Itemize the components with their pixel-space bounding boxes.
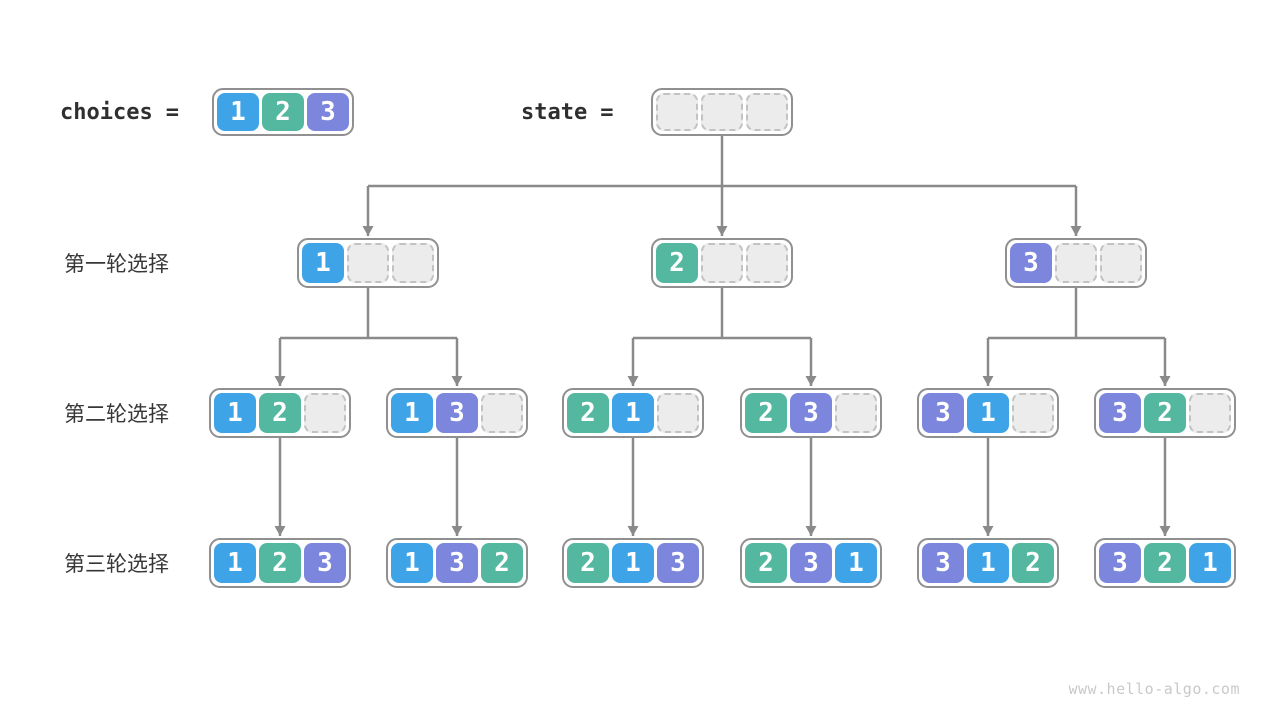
state-cell: 3 — [790, 393, 832, 433]
equals-sign: = — [600, 99, 614, 125]
round-2-label: 第二轮选择 — [64, 403, 169, 426]
state-box-r1-2: 2 — [651, 238, 793, 288]
state-cell: 2 — [259, 393, 301, 433]
state-cell: 2 — [259, 543, 301, 583]
state-cell: 2 — [1144, 543, 1186, 583]
state-cell: 1 — [835, 543, 877, 583]
state-cell — [347, 243, 389, 283]
state-cell — [746, 243, 788, 283]
state-cell: 1 — [967, 543, 1009, 583]
state-box-r2-4: 2 3 — [740, 388, 882, 438]
state-cell — [392, 243, 434, 283]
choices-keyword: choices — [60, 99, 153, 125]
state-box-r2-3: 2 1 — [562, 388, 704, 438]
state-cell: 1 — [1189, 543, 1231, 583]
state-cell — [656, 93, 698, 131]
state-box-r1-1: 1 — [297, 238, 439, 288]
state-cell: 2 — [567, 543, 609, 583]
state-cell — [1055, 243, 1097, 283]
state-cell: 2 — [745, 543, 787, 583]
choices-label: choices = — [60, 88, 179, 136]
state-cell: 1 — [214, 543, 256, 583]
state-cell — [1189, 393, 1231, 433]
state-cell: 1 — [612, 393, 654, 433]
state-box-r3-3: 2 1 3 — [562, 538, 704, 588]
state-cell — [701, 243, 743, 283]
state-cell: 1 — [612, 543, 654, 583]
state-cell: 2 — [1144, 393, 1186, 433]
level-3-connectors — [274, 438, 1171, 536]
level-1-connectors — [362, 136, 1082, 236]
state-cell: 2 — [567, 393, 609, 433]
state-cell: 2 — [481, 543, 523, 583]
state-keyword: state — [521, 99, 588, 125]
round-1-label: 第一轮选择 — [64, 253, 169, 276]
choices-cell: 3 — [307, 93, 349, 131]
state-cell: 3 — [436, 543, 478, 583]
state-cell — [481, 393, 523, 433]
state-cell — [835, 393, 877, 433]
state-cell — [304, 393, 346, 433]
state-cell: 2 — [656, 243, 698, 283]
state-cell: 1 — [214, 393, 256, 433]
level-2-connectors — [274, 288, 1171, 386]
state-box-r3-1: 1 2 3 — [209, 538, 351, 588]
watermark: www.hello-algo.com — [1068, 680, 1240, 698]
equals-sign: = — [165, 99, 179, 125]
state-cell: 3 — [922, 393, 964, 433]
state-box-r1-3: 3 — [1005, 238, 1147, 288]
state-cell: 3 — [304, 543, 346, 583]
choices-cell: 2 — [262, 93, 304, 131]
state-cell — [1012, 393, 1054, 433]
state-box-r3-4: 2 3 1 — [740, 538, 882, 588]
state-box-r2-6: 3 2 — [1094, 388, 1236, 438]
state-cell: 2 — [745, 393, 787, 433]
state-cell: 3 — [436, 393, 478, 433]
state-box-r3-5: 3 1 2 — [917, 538, 1059, 588]
state-cell: 3 — [1099, 393, 1141, 433]
choices-array: 1 2 3 — [212, 88, 354, 136]
state-cell — [701, 93, 743, 131]
state-cell — [746, 93, 788, 131]
state-box-r2-5: 3 1 — [917, 388, 1059, 438]
state-cell: 3 — [1099, 543, 1141, 583]
state-cell: 3 — [1010, 243, 1052, 283]
state-cell: 3 — [922, 543, 964, 583]
state-cell: 3 — [790, 543, 832, 583]
state-cell: 3 — [657, 543, 699, 583]
state-array-root — [651, 88, 793, 136]
state-label: state = — [521, 88, 613, 136]
state-box-r2-2: 1 3 — [386, 388, 528, 438]
round-3-label: 第三轮选择 — [64, 553, 169, 576]
state-cell: 2 — [1012, 543, 1054, 583]
state-box-r2-1: 1 2 — [209, 388, 351, 438]
state-cell: 1 — [391, 543, 433, 583]
state-box-r3-6: 3 2 1 — [1094, 538, 1236, 588]
state-box-r3-2: 1 3 2 — [386, 538, 528, 588]
state-cell — [1100, 243, 1142, 283]
choices-cell: 1 — [217, 93, 259, 131]
state-cell — [657, 393, 699, 433]
state-cell: 1 — [391, 393, 433, 433]
state-cell: 1 — [302, 243, 344, 283]
state-cell: 1 — [967, 393, 1009, 433]
